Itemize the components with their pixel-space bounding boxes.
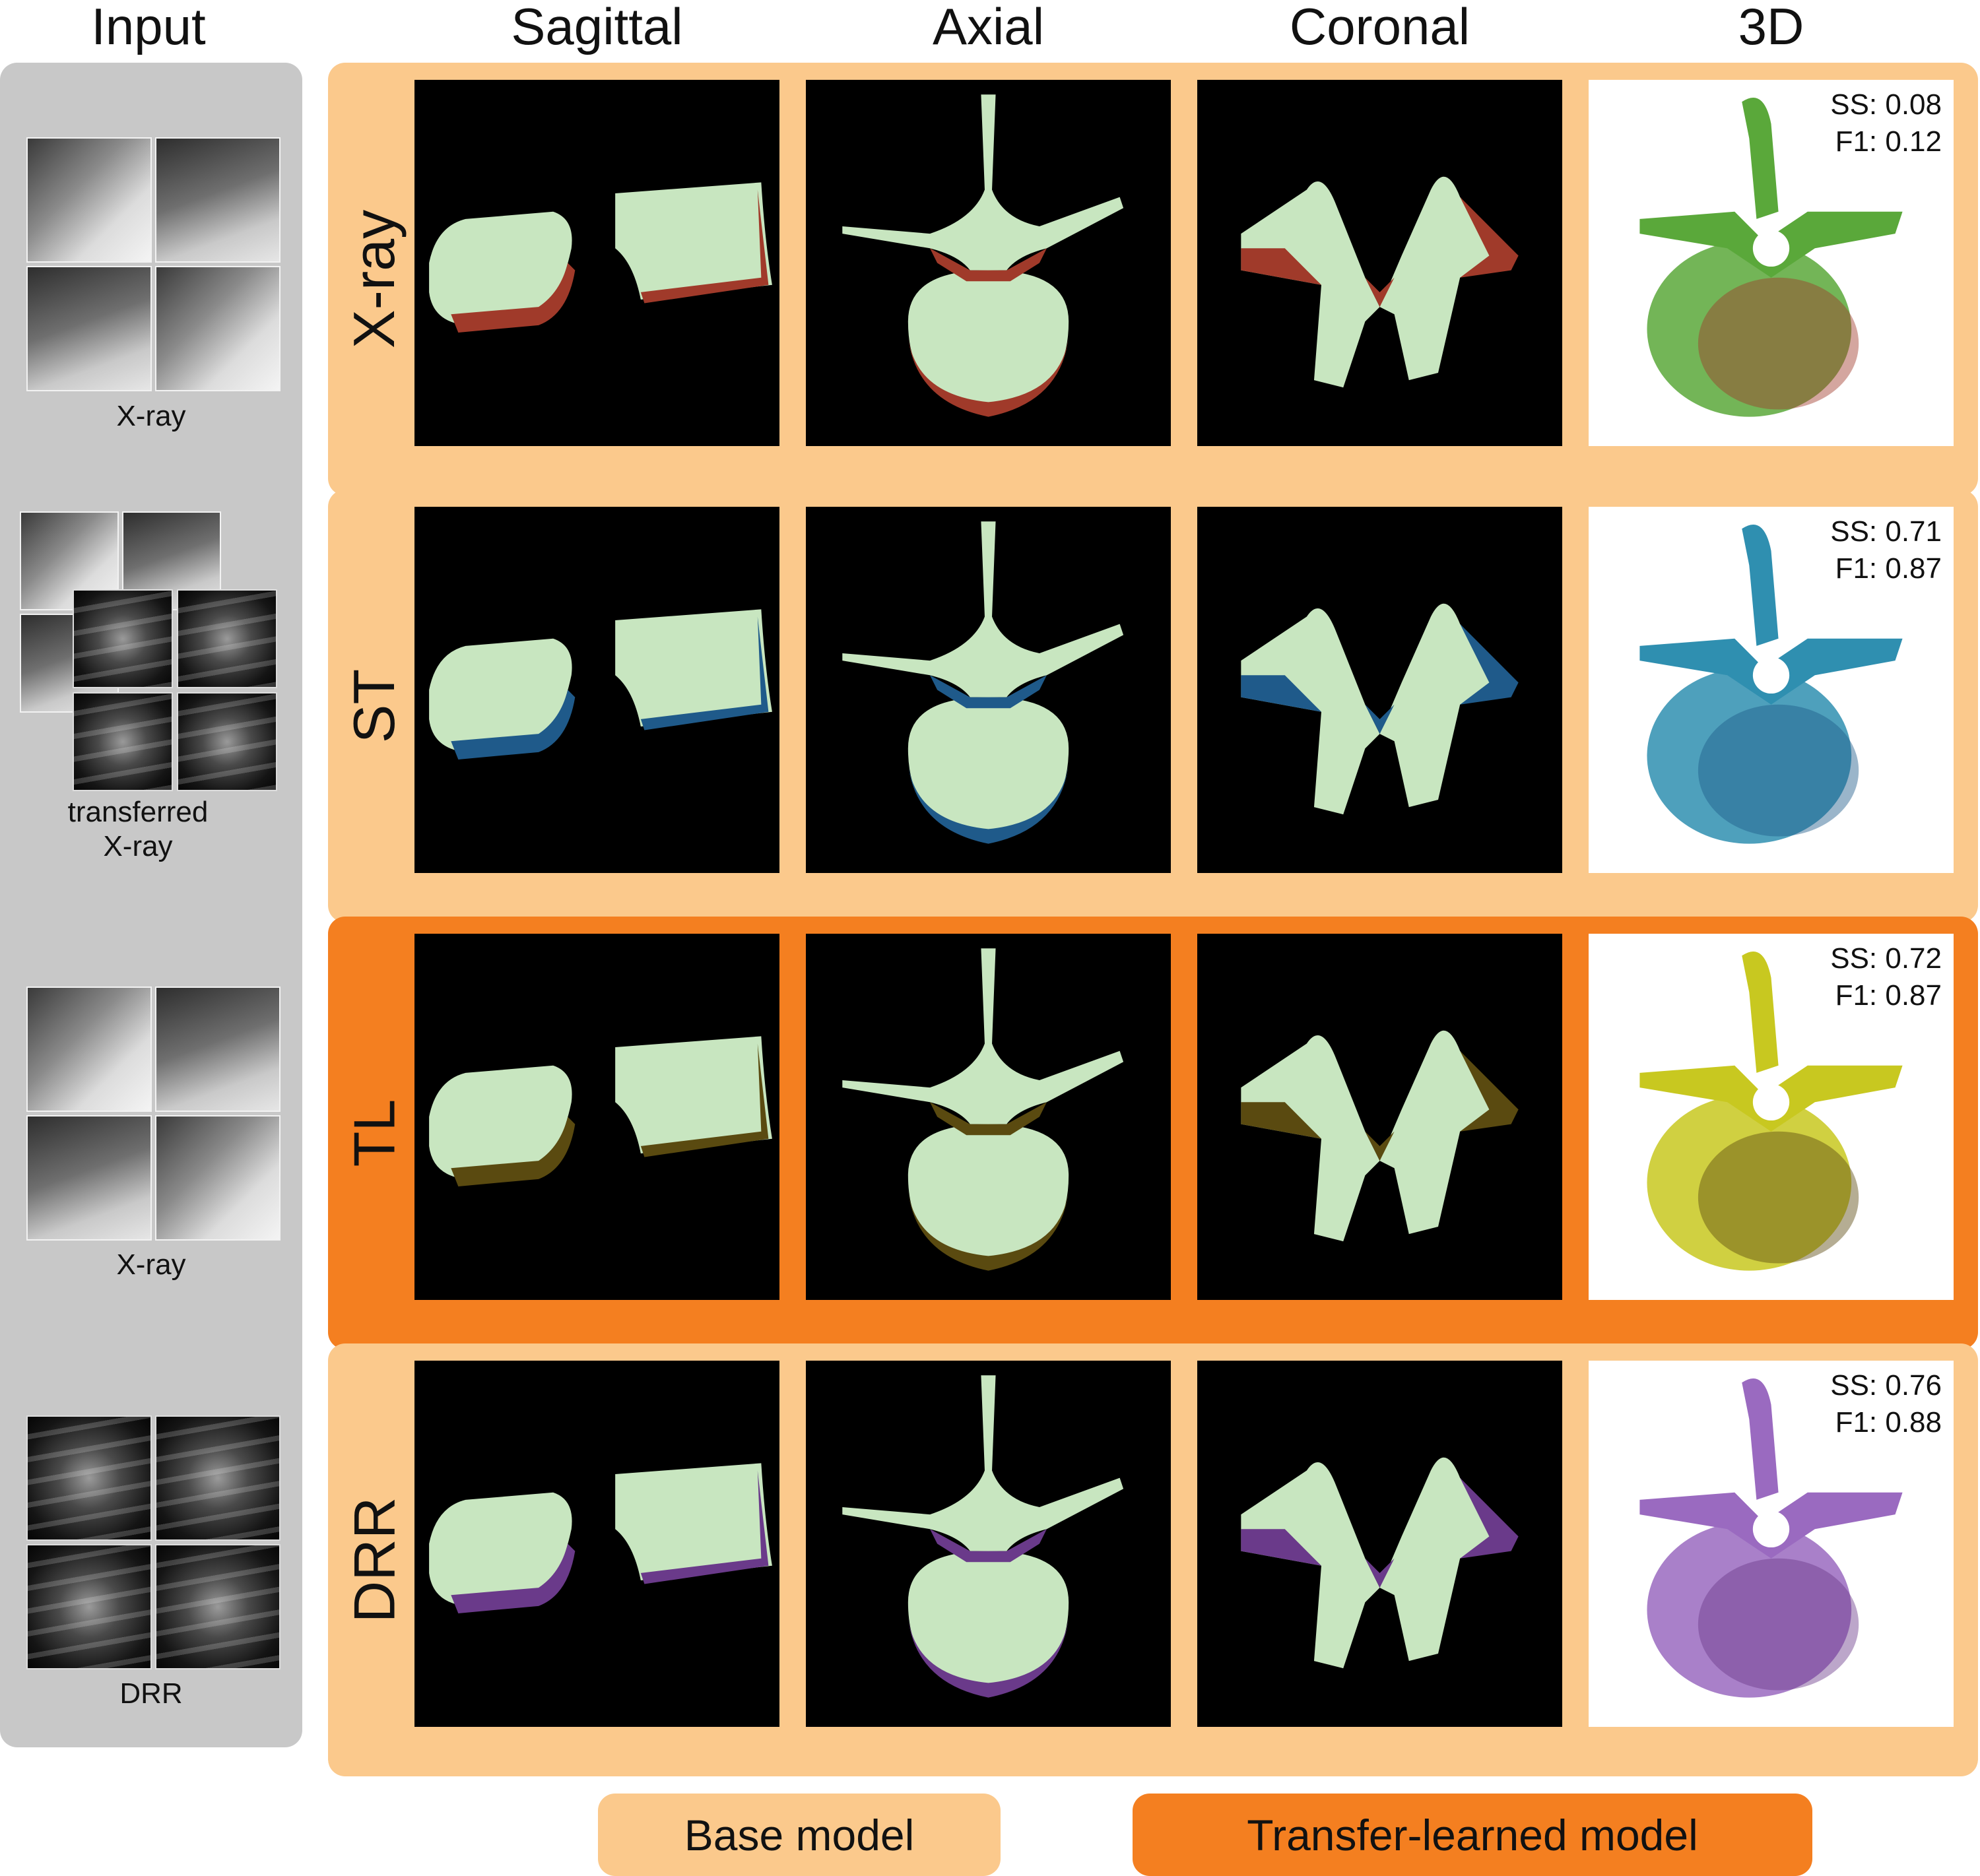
f1-score: F1: 0.88 [1835, 1406, 1942, 1439]
f1-score: F1: 0.87 [1835, 552, 1942, 585]
axial-view-segmentation [842, 1375, 1124, 1698]
xray-thumbnail [155, 266, 280, 391]
axial-view-segmentation [842, 94, 1124, 417]
ss-score: SS: 0.76 [1830, 1369, 1942, 1402]
input-transferred-thumbnails [20, 511, 284, 802]
mesh-3d-view-segmentation [1639, 524, 1903, 844]
coronal-view [1197, 80, 1562, 446]
xray-thumbnail [26, 1115, 152, 1241]
row-label: DRR [328, 1343, 420, 1776]
input-xray-thumbnails-2 [26, 987, 284, 1244]
axial-view-segmentation [842, 521, 1124, 844]
transferred-thumbnail [73, 692, 173, 791]
transferred-thumbnail [177, 589, 277, 688]
input-caption-drr: DRR [119, 1677, 183, 1710]
mesh-3d-view-segmentation [1639, 1378, 1903, 1698]
mesh-3d-view-segmentation [1639, 951, 1903, 1271]
axial-view [806, 507, 1171, 873]
coronal-view-segmentation [1241, 1030, 1519, 1242]
sagittal-view [414, 1361, 779, 1727]
ss-score: SS: 0.72 [1830, 942, 1942, 975]
header-input: Input [91, 0, 206, 55]
sagittal-view [414, 934, 779, 1300]
mesh-3d-view-segmentation [1639, 97, 1903, 417]
sagittal-view [414, 80, 779, 446]
coronal-view-segmentation [1241, 1457, 1519, 1669]
input-caption-transferred-line1: transferred [67, 796, 209, 828]
sagittal-view [414, 507, 779, 873]
xray-thumbnail [155, 137, 280, 263]
sagittal-view-segmentation [429, 609, 772, 760]
header-sagittal: Sagittal [511, 0, 683, 55]
row-label-text: TL [341, 1099, 407, 1167]
transferred-thumbnail [177, 692, 277, 791]
axial-view [806, 934, 1171, 1300]
drr-thumbnail [26, 1544, 152, 1669]
coronal-view-segmentation [1241, 176, 1519, 388]
coronal-view [1197, 507, 1562, 873]
xray-thumbnail [26, 137, 152, 263]
header-3d: 3D [1738, 0, 1804, 55]
input-caption-transferred-line2: X-ray [103, 830, 173, 862]
xray-thumbnail [26, 266, 152, 391]
row-label-text: X-ray [341, 209, 407, 349]
input-xray-thumbnails [26, 137, 284, 395]
drr-thumbnail [155, 1415, 280, 1541]
input-caption-xray-2: X-ray [116, 1248, 186, 1281]
xray-thumbnail [20, 511, 119, 610]
transferred-thumbnail [73, 589, 173, 688]
axial-view [806, 1361, 1171, 1727]
coronal-view-segmentation [1241, 603, 1519, 815]
row-label: ST [328, 490, 420, 922]
sagittal-view-segmentation [429, 1463, 772, 1613]
header-coronal: Coronal [1289, 0, 1470, 55]
ss-score: SS: 0.08 [1830, 88, 1942, 121]
axial-view-segmentation [842, 948, 1124, 1271]
f1-score: F1: 0.12 [1835, 125, 1942, 158]
f1-score: F1: 0.87 [1835, 979, 1942, 1012]
sagittal-view-segmentation [429, 182, 772, 333]
axial-view [806, 80, 1171, 446]
input-panel: X-ray transferred X-ray X-ray DRR [0, 63, 302, 1747]
drr-thumbnail [155, 1544, 280, 1669]
legend-transfer-learned-model: Transfer-learned model [1133, 1794, 1812, 1876]
coronal-view [1197, 1361, 1562, 1727]
row-label: TL [328, 917, 420, 1349]
xray-thumbnail [26, 987, 152, 1112]
row-label: X-ray [328, 63, 420, 496]
input-caption-xray: X-ray [116, 400, 186, 432]
row-label-text: ST [341, 668, 407, 744]
xray-thumbnail [155, 1115, 280, 1241]
drr-thumbnail [26, 1415, 152, 1541]
legend-base-model: Base model [598, 1794, 1001, 1876]
ss-score: SS: 0.71 [1830, 515, 1942, 548]
xray-thumbnail [155, 987, 280, 1112]
coronal-view [1197, 934, 1562, 1300]
sagittal-view-segmentation [429, 1036, 772, 1186]
input-drr-thumbnails [26, 1415, 284, 1673]
row-label-text: DRR [341, 1497, 407, 1623]
header-axial: Axial [932, 0, 1045, 55]
